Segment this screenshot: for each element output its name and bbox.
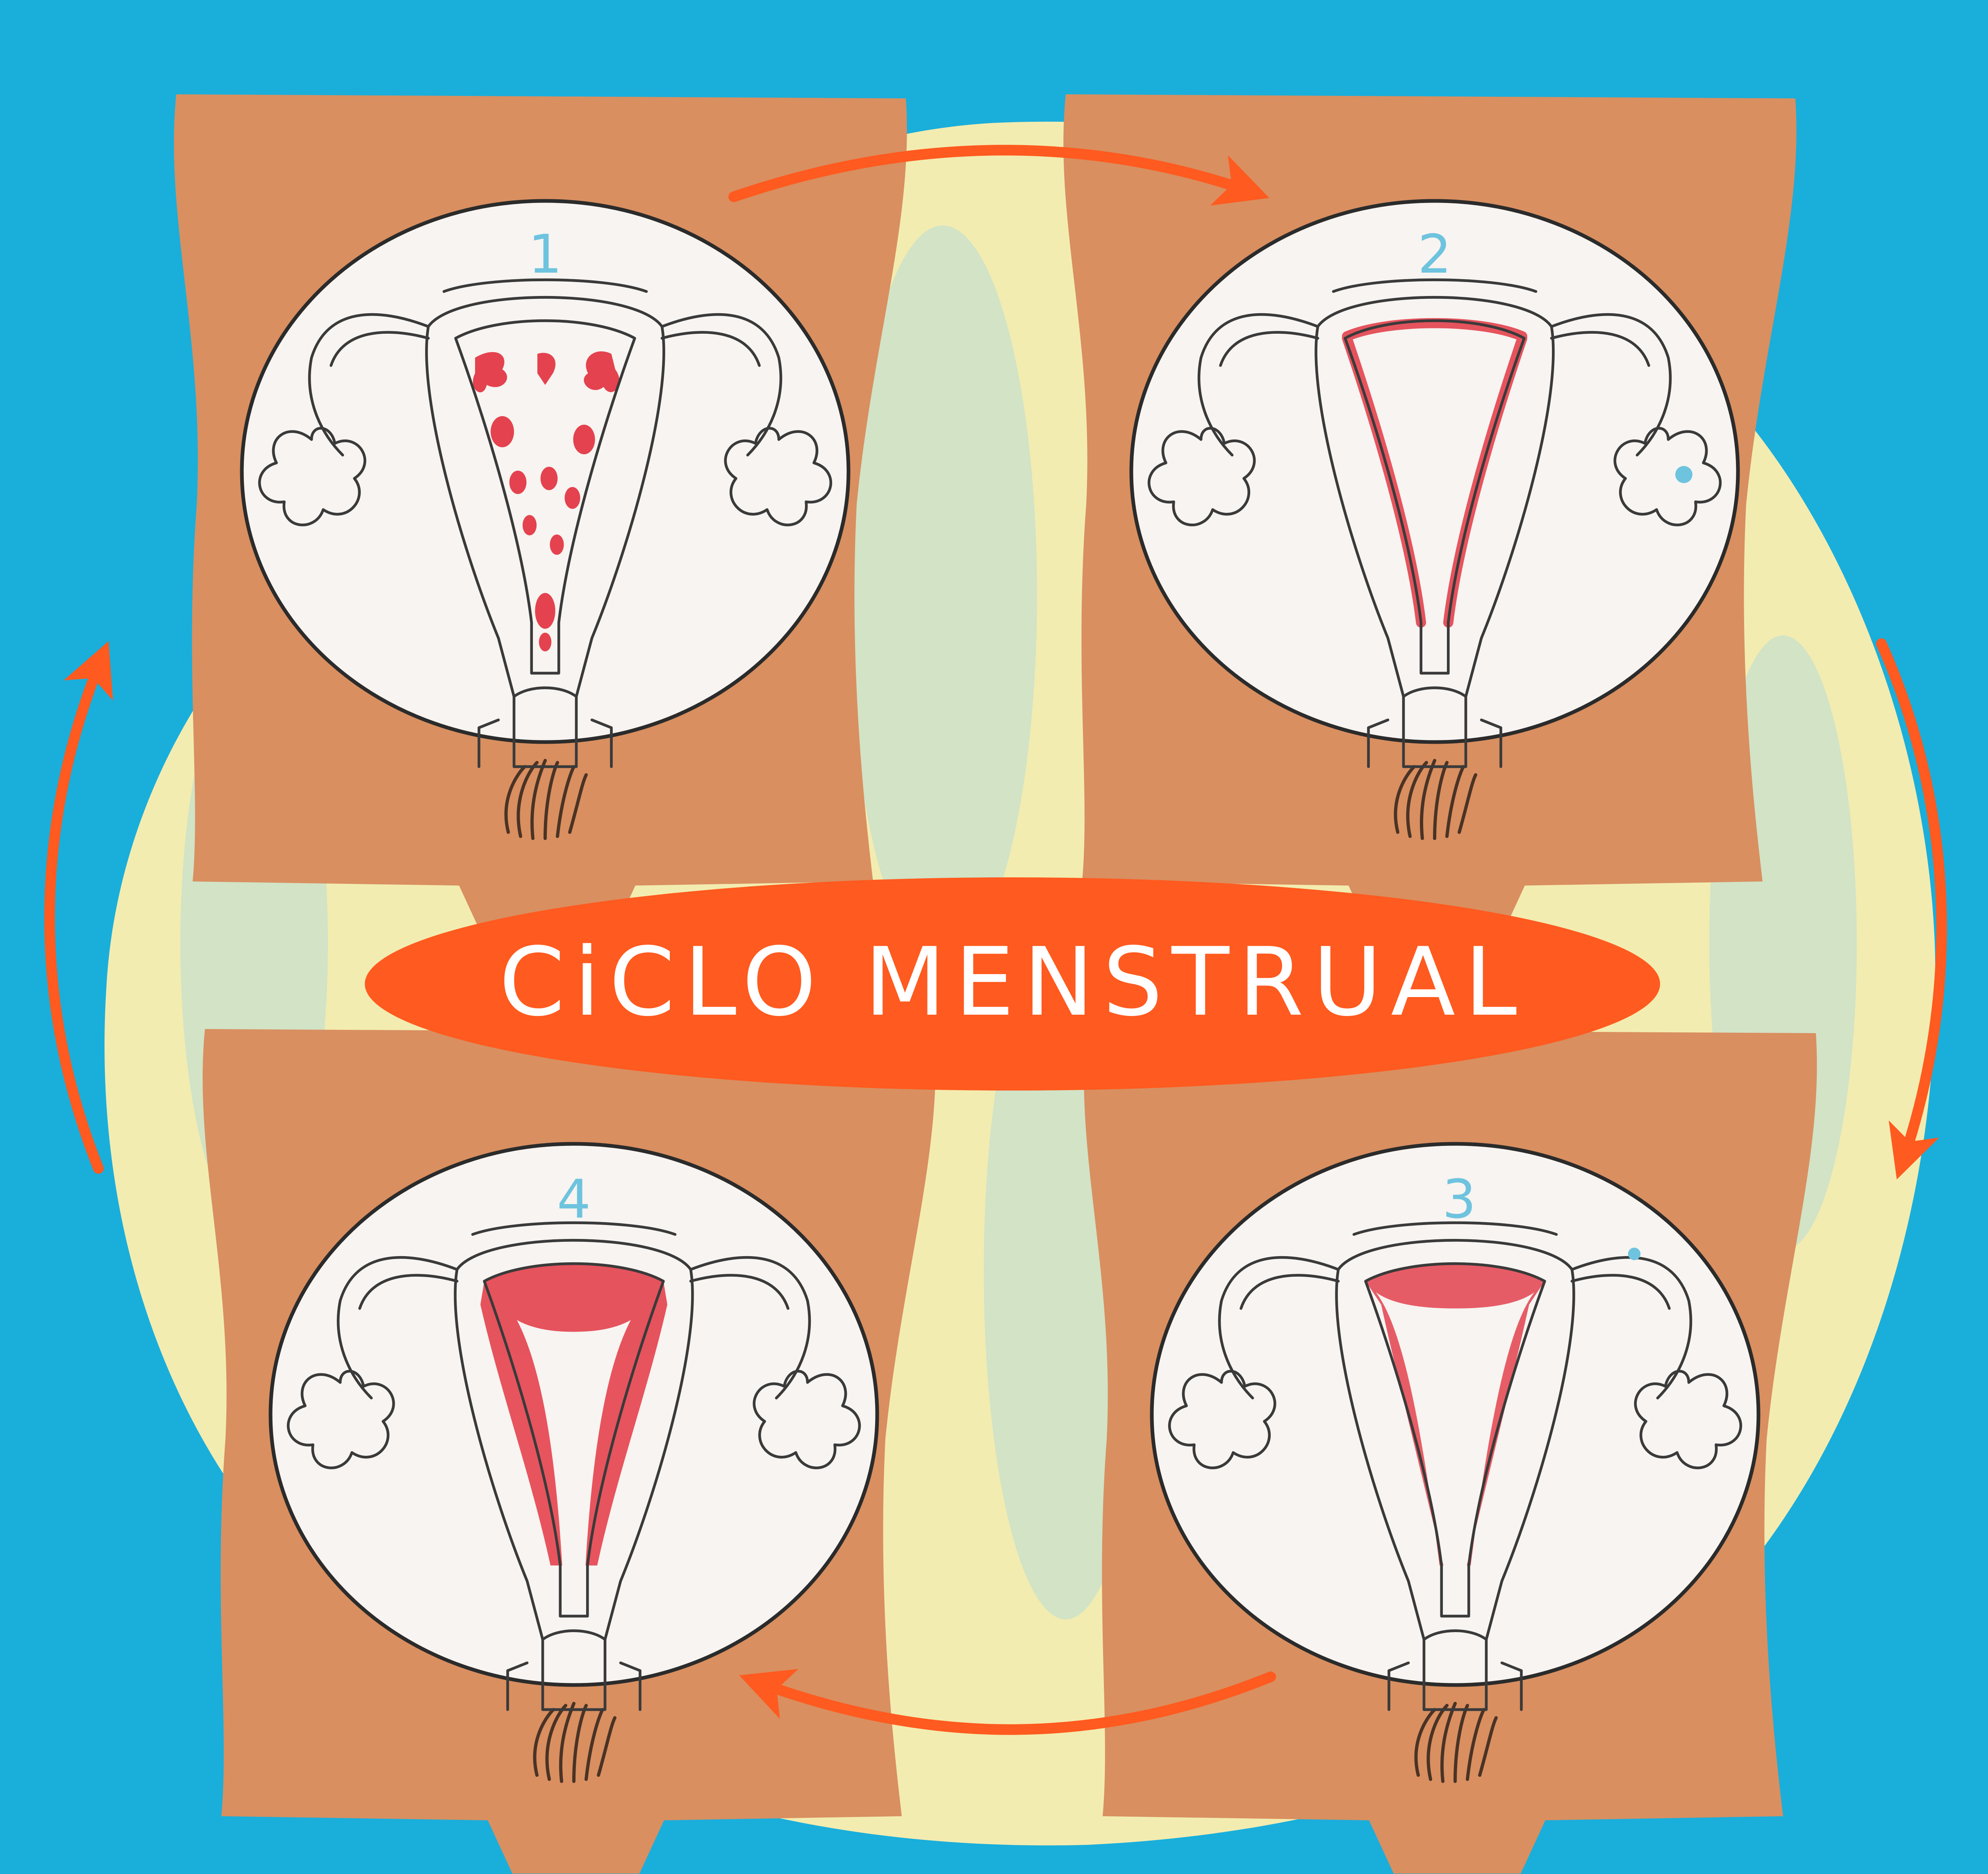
- arrow-4-to-1: [50, 656, 102, 1168]
- stage-4-number: 4: [557, 1168, 591, 1230]
- stage-1-panel: 1: [174, 94, 907, 939]
- stage-2-panel: 2: [1063, 94, 1796, 939]
- stage-4-panel: 4: [202, 1029, 935, 1874]
- title-text: CiCLO MENSTRUAL: [499, 928, 1526, 1037]
- stage-3-panel: 3: [1084, 1029, 1817, 1874]
- stage-3-number: 3: [1442, 1168, 1476, 1230]
- stage-1-number: 1: [528, 223, 562, 285]
- stage-2-number: 2: [1418, 223, 1452, 285]
- title-banner: CiCLO MENSTRUAL: [365, 877, 1660, 1091]
